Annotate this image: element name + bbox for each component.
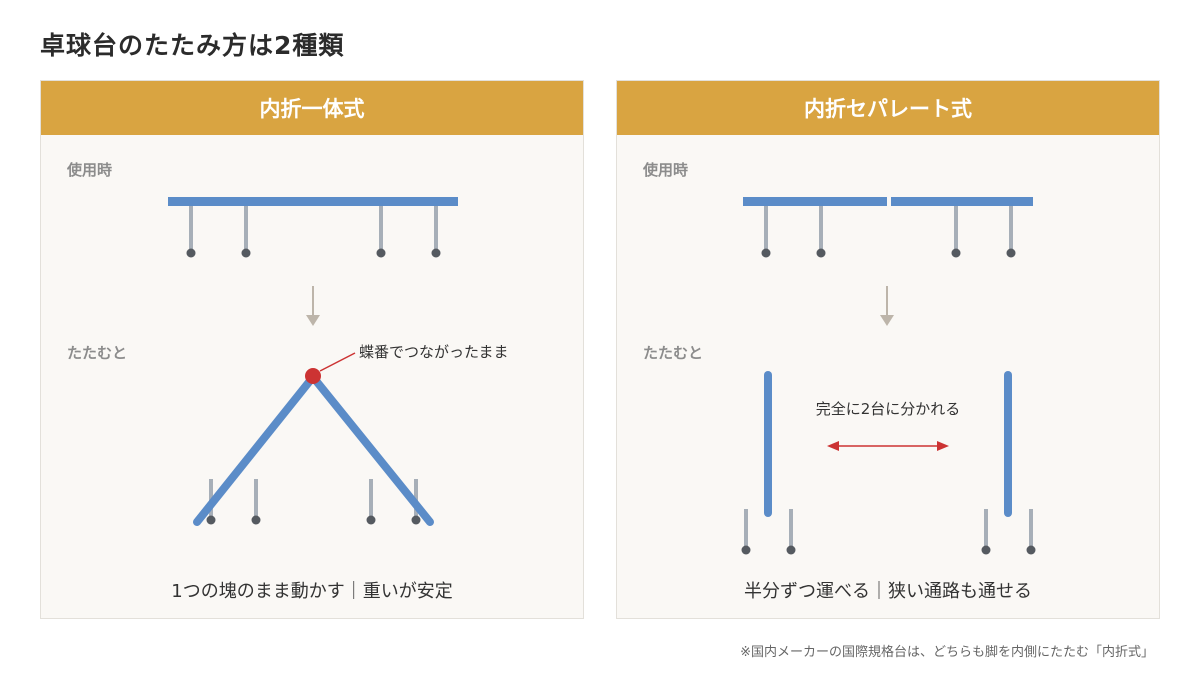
table-top-half bbox=[743, 197, 887, 206]
wheel bbox=[1006, 248, 1016, 258]
caption: 半分ずつ運べる｜狭い通路も通せる bbox=[744, 581, 1032, 602]
table-top bbox=[168, 197, 458, 206]
table-in-use bbox=[743, 197, 1033, 258]
wheel bbox=[376, 248, 386, 258]
hinge-annotation: 蝶番でつながったまま bbox=[359, 343, 509, 361]
page-title: 卓球台のたたみ方は2種類 bbox=[40, 31, 345, 60]
wheel bbox=[741, 545, 751, 555]
panel-header: 内折一体式 bbox=[41, 81, 583, 135]
down-arrow-icon bbox=[306, 286, 320, 326]
caption: 1つの塊のまま動かす｜重いが安定 bbox=[171, 581, 453, 602]
wheel bbox=[1026, 545, 1036, 555]
separation-annotation: 完全に2台に分かれる bbox=[816, 400, 961, 418]
table-top-half bbox=[891, 197, 1033, 206]
annotation-leader bbox=[319, 352, 356, 372]
separate-diagram: 完全に2台に分かれる bbox=[741, 197, 1036, 555]
hinge-icon bbox=[305, 368, 321, 384]
label-folded: たたむと bbox=[67, 344, 128, 362]
wheel bbox=[411, 515, 421, 525]
label-in-use: 使用時 bbox=[643, 161, 689, 179]
wheel bbox=[366, 515, 376, 525]
footnote: ※国内メーカーの国際規格台は、どちらも脚を内側にたたむ「内折式」 bbox=[740, 645, 1154, 660]
down-arrow-icon bbox=[880, 286, 894, 326]
panel-header: 内折セパレート式 bbox=[617, 81, 1159, 135]
table-half-right bbox=[309, 373, 434, 526]
wheel bbox=[251, 515, 261, 525]
wheel bbox=[206, 515, 216, 525]
wheel bbox=[431, 248, 441, 258]
table-half-left bbox=[193, 373, 317, 526]
table-folded bbox=[741, 371, 1036, 555]
wheel bbox=[981, 545, 991, 555]
wheel bbox=[241, 248, 251, 258]
wheel bbox=[186, 248, 196, 258]
panel-separate: 内折セパレート式 使用時 たたむと bbox=[616, 80, 1160, 619]
table-in-use bbox=[168, 197, 458, 258]
double-arrow-icon bbox=[827, 441, 949, 451]
table-folded bbox=[193, 352, 434, 526]
wheel bbox=[761, 248, 771, 258]
wheel bbox=[951, 248, 961, 258]
wheel bbox=[816, 248, 826, 258]
integrated-diagram: 蝶番でつながったまま bbox=[168, 197, 509, 526]
wheel bbox=[786, 545, 796, 555]
label-folded: たたむと bbox=[643, 344, 704, 362]
panel-integrated: 内折一体式 使用時 たたむと bbox=[40, 80, 584, 619]
label-in-use: 使用時 bbox=[67, 161, 113, 179]
